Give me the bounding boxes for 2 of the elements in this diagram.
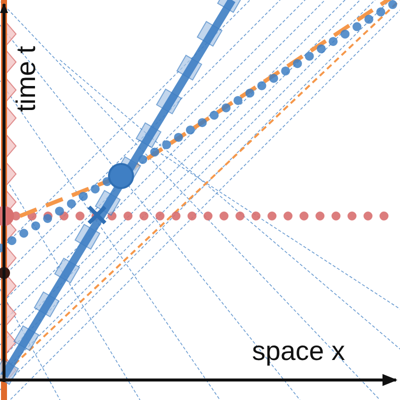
axis-label: space x — [252, 338, 346, 365]
axis-label: time t — [13, 46, 40, 112]
